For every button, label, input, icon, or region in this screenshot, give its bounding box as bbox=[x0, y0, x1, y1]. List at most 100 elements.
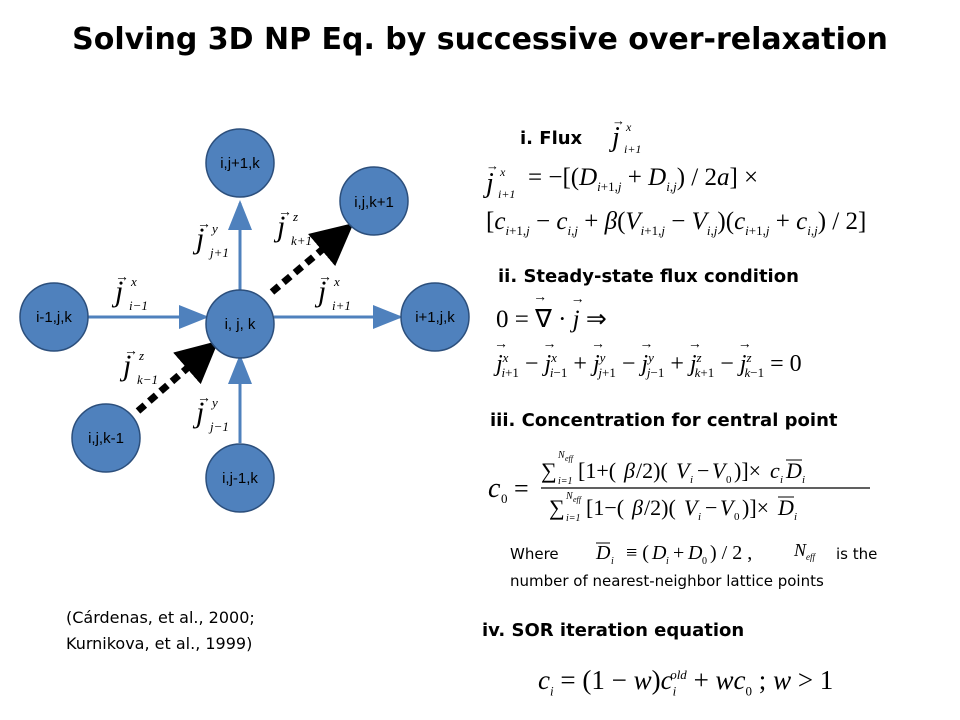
node-center: i, j, k bbox=[205, 289, 275, 359]
svg-text:x: x bbox=[333, 274, 340, 289]
svg-text:i: i bbox=[666, 556, 669, 567]
flux-header-symbol: → j x i+1 bbox=[609, 113, 641, 156]
flux-label-front: → j z k+1 bbox=[273, 205, 312, 248]
flux-label-bottom: → j y j−1 bbox=[192, 391, 229, 434]
svg-text:j+1: j+1 bbox=[208, 245, 229, 260]
citation-line1: (Cárdenas, et al., 2000; bbox=[66, 608, 255, 627]
svg-text:i+1: i+1 bbox=[498, 187, 515, 201]
svg-text:)]×: )]× bbox=[742, 495, 769, 520]
slide-title: Solving 3D NP Eq. by successive over-rel… bbox=[72, 22, 888, 57]
svg-text:→: → bbox=[318, 270, 332, 285]
steady-equation-line1: 0 = ∇ · j ⇒ bbox=[496, 290, 607, 334]
svg-text:j: j bbox=[483, 168, 494, 199]
svg-text:−: − bbox=[697, 458, 709, 483]
svg-text:V: V bbox=[712, 458, 728, 483]
svg-text:eff: eff bbox=[565, 454, 575, 463]
svg-text:→: → bbox=[115, 270, 129, 285]
svg-text:β: β bbox=[623, 458, 635, 483]
svg-text:i,j+1,k: i,j+1,k bbox=[220, 155, 260, 172]
node-back: i,j,k-1 bbox=[71, 403, 141, 473]
svg-text:k+1: k+1 bbox=[291, 233, 312, 248]
svg-text:i+1: i+1 bbox=[332, 298, 351, 313]
svg-text:c: c bbox=[488, 473, 501, 504]
svg-text:j: j bbox=[111, 275, 123, 308]
svg-text:x: x bbox=[499, 165, 506, 179]
svg-text:i-1,j,k: i-1,j,k bbox=[36, 309, 72, 326]
svg-text:→: → bbox=[124, 344, 138, 359]
svg-text:0: 0 bbox=[734, 511, 740, 523]
flux-eq-symbol: → j x i+1 bbox=[483, 158, 515, 201]
flux-equation-line1: = −[(Di+1,j + Di,j) / 2a] × bbox=[528, 164, 759, 194]
svg-text:i,j-1,k: i,j-1,k bbox=[222, 470, 258, 487]
svg-text:0: 0 bbox=[501, 491, 508, 506]
section-sor: iv. SOR iteration equation bbox=[482, 620, 745, 641]
svg-text:→: → bbox=[197, 391, 211, 406]
section-concentration: iii. Concentration for central point bbox=[490, 410, 838, 431]
svg-text:0: 0 bbox=[726, 474, 732, 486]
citation-line2: Kurnikova, et al., 1999) bbox=[66, 634, 253, 653]
svg-text:x: x bbox=[130, 274, 137, 289]
svg-text:N: N bbox=[565, 491, 574, 502]
steady-equation-line2: jxi+1 − jxi−1 + jyj+1 − jyj−1 + jzk+1 − … bbox=[494, 337, 802, 381]
svg-text:V: V bbox=[720, 495, 736, 520]
svg-text:i: i bbox=[780, 474, 783, 486]
svg-text:i: i bbox=[611, 556, 614, 567]
flux-label-right: → j x i+1 bbox=[314, 270, 351, 313]
svg-text:i=1: i=1 bbox=[558, 476, 573, 487]
svg-text:i−1: i−1 bbox=[129, 298, 148, 313]
svg-text:j−1: j−1 bbox=[208, 419, 229, 434]
svg-text:D: D bbox=[651, 542, 667, 564]
svg-text:k−1: k−1 bbox=[137, 372, 158, 387]
svg-text:eff: eff bbox=[806, 552, 816, 562]
node-bottom: i,j-1,k bbox=[205, 443, 275, 513]
svg-text:−: − bbox=[705, 495, 717, 520]
svg-text:N: N bbox=[557, 450, 566, 461]
svg-text:j: j bbox=[273, 210, 285, 243]
svg-text:V: V bbox=[684, 495, 700, 520]
concentration-equation: c 0 = ∑ N eff i=1 [1+( β /2)( V i − V 0 … bbox=[488, 450, 870, 524]
node-top: i,j+1,k bbox=[205, 128, 275, 198]
svg-text:i: i bbox=[794, 511, 797, 523]
section-flux: i. Flux bbox=[520, 128, 583, 149]
svg-text:N: N bbox=[793, 540, 807, 560]
svg-text:j: j bbox=[119, 349, 131, 382]
svg-text:j: j bbox=[314, 275, 326, 308]
svg-text:∑: ∑ bbox=[549, 495, 565, 520]
svg-text:z: z bbox=[292, 209, 298, 224]
neighbor-points-note: number of nearest-neighbor lattice point… bbox=[510, 572, 824, 590]
svg-text:) / 2 ,: ) / 2 , bbox=[710, 542, 752, 564]
svg-text:/2)(: /2)( bbox=[644, 495, 676, 520]
node-right: i+1,j,k bbox=[400, 282, 470, 352]
section-steady-state: ii. Steady-state flux condition bbox=[498, 266, 799, 287]
svg-text:i+1,j,k: i+1,j,k bbox=[415, 309, 455, 326]
svg-text:=: = bbox=[514, 474, 529, 503]
svg-text:j: j bbox=[609, 122, 620, 153]
arrow-from-back bbox=[135, 340, 219, 414]
svg-text:D: D bbox=[777, 495, 794, 520]
svg-text:D: D bbox=[595, 542, 611, 564]
svg-text:y: y bbox=[210, 221, 218, 236]
svg-text:i, j, k: i, j, k bbox=[225, 316, 256, 333]
svg-text:i=1: i=1 bbox=[566, 513, 581, 524]
svg-text:D: D bbox=[785, 458, 802, 483]
node-front: i,j,k+1 bbox=[339, 166, 409, 236]
svg-text:j: j bbox=[192, 396, 204, 429]
svg-text:)]×: )]× bbox=[734, 458, 761, 483]
flux-label-left: → j x i−1 bbox=[111, 270, 148, 313]
svg-text:i+1: i+1 bbox=[624, 142, 641, 156]
svg-text:j: j bbox=[192, 222, 204, 255]
svg-text:→: → bbox=[197, 217, 211, 232]
svg-text:y: y bbox=[210, 395, 218, 410]
svg-text:+: + bbox=[673, 542, 684, 564]
svg-text:i: i bbox=[690, 474, 693, 486]
flux-equation-line2: [ci+1,j − ci,j + β(Vi+1,j − Vi,j)(ci+1,j… bbox=[486, 208, 867, 238]
svg-text:z: z bbox=[138, 348, 144, 363]
where-math: D i ≡ ( D i + D 0 ) / 2 , N eff bbox=[595, 540, 816, 567]
svg-text:i,j,k+1: i,j,k+1 bbox=[354, 194, 394, 211]
svg-text:i: i bbox=[698, 511, 701, 523]
citation: (Cárdenas, et al., 2000; Kurnikova, et a… bbox=[66, 605, 255, 657]
flux-label-top: → j y j+1 bbox=[192, 217, 229, 260]
arrow-to-front bbox=[269, 222, 354, 295]
svg-text:[1+(: [1+( bbox=[578, 458, 616, 483]
